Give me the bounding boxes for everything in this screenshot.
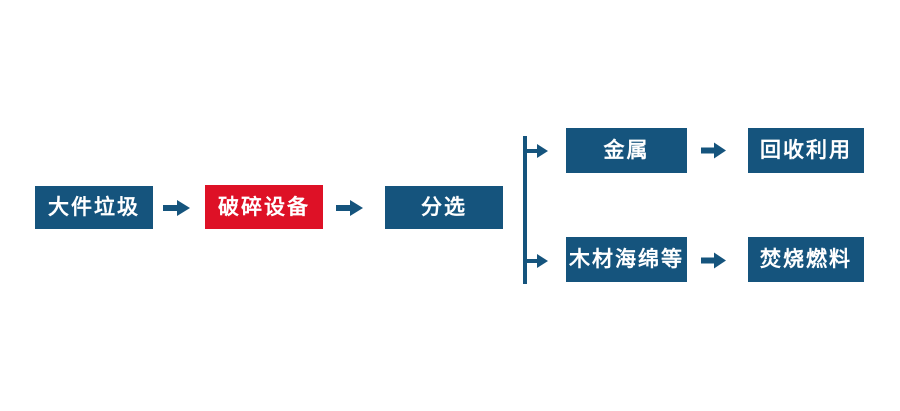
node-wood-sponge: 木材海绵等 <box>566 237 687 282</box>
node-bulky-waste: 大件垃圾 <box>35 186 153 229</box>
node-metal: 金属 <box>566 128 687 173</box>
arrow-right-icon <box>701 250 727 276</box>
branch-connector-line <box>523 136 527 284</box>
arrow-right-icon <box>336 197 364 224</box>
arrow-right-icon <box>163 197 191 224</box>
branch-arrow-right-icon <box>526 252 549 275</box>
node-crushing-equipment: 破碎设备 <box>205 185 323 229</box>
node-sorting: 分选 <box>385 186 503 229</box>
node-recycling: 回收利用 <box>748 128 864 173</box>
branch-arrow-right-icon <box>526 142 549 165</box>
arrow-right-icon <box>701 140 727 166</box>
node-incineration-fuel: 焚烧燃料 <box>748 237 864 282</box>
